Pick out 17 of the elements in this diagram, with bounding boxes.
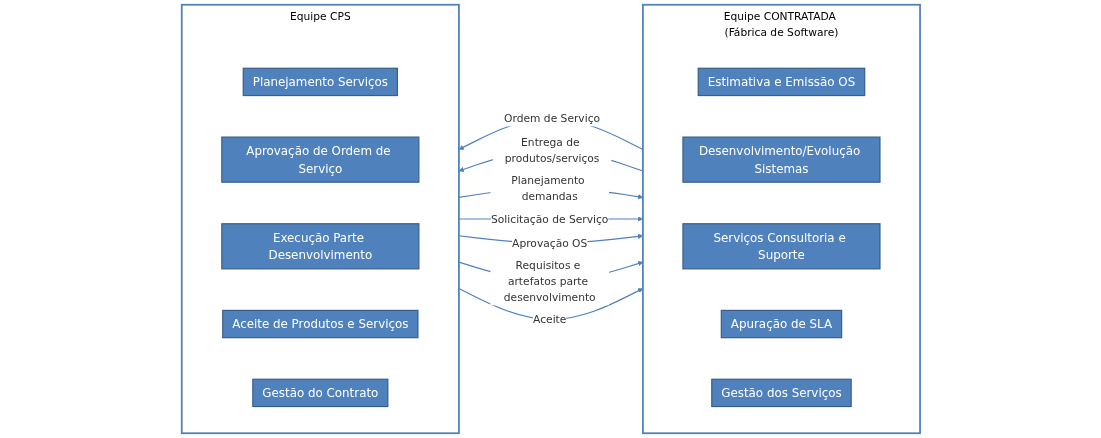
node-box: Aceite de Produtos e Serviços <box>221 309 419 339</box>
node-box: Aprovação de Ordem de Serviço <box>220 136 420 183</box>
node-box: Apuração de SLA <box>720 309 842 339</box>
edge-label: Planejamento demandas <box>510 173 585 203</box>
node-box: Serviços Consultoria e Suporte <box>681 223 881 270</box>
node-box: Estimativa e Emissão OS <box>697 67 865 97</box>
edge-label: Aprovação OS <box>511 236 587 250</box>
edge-label: Ordem de Serviço <box>503 112 600 125</box>
node-box: Planejamento Serviços <box>242 67 398 97</box>
edge-label: Entrega de produtos/serviços <box>504 135 600 164</box>
node-box: Gestão do Contrato <box>251 378 389 408</box>
edge-label: Requisitos e artefatos parte desenvolvimento <box>503 259 596 304</box>
node-box: Gestão dos Serviços <box>710 378 852 408</box>
edge-label: Solicitação de Serviço <box>490 212 608 226</box>
node-box: Desenvolvimento/Evolução Sistemas <box>681 136 881 183</box>
edge-label: Aceite <box>532 313 566 326</box>
node-box: Execução Parte Desenvolvimento <box>220 223 420 270</box>
